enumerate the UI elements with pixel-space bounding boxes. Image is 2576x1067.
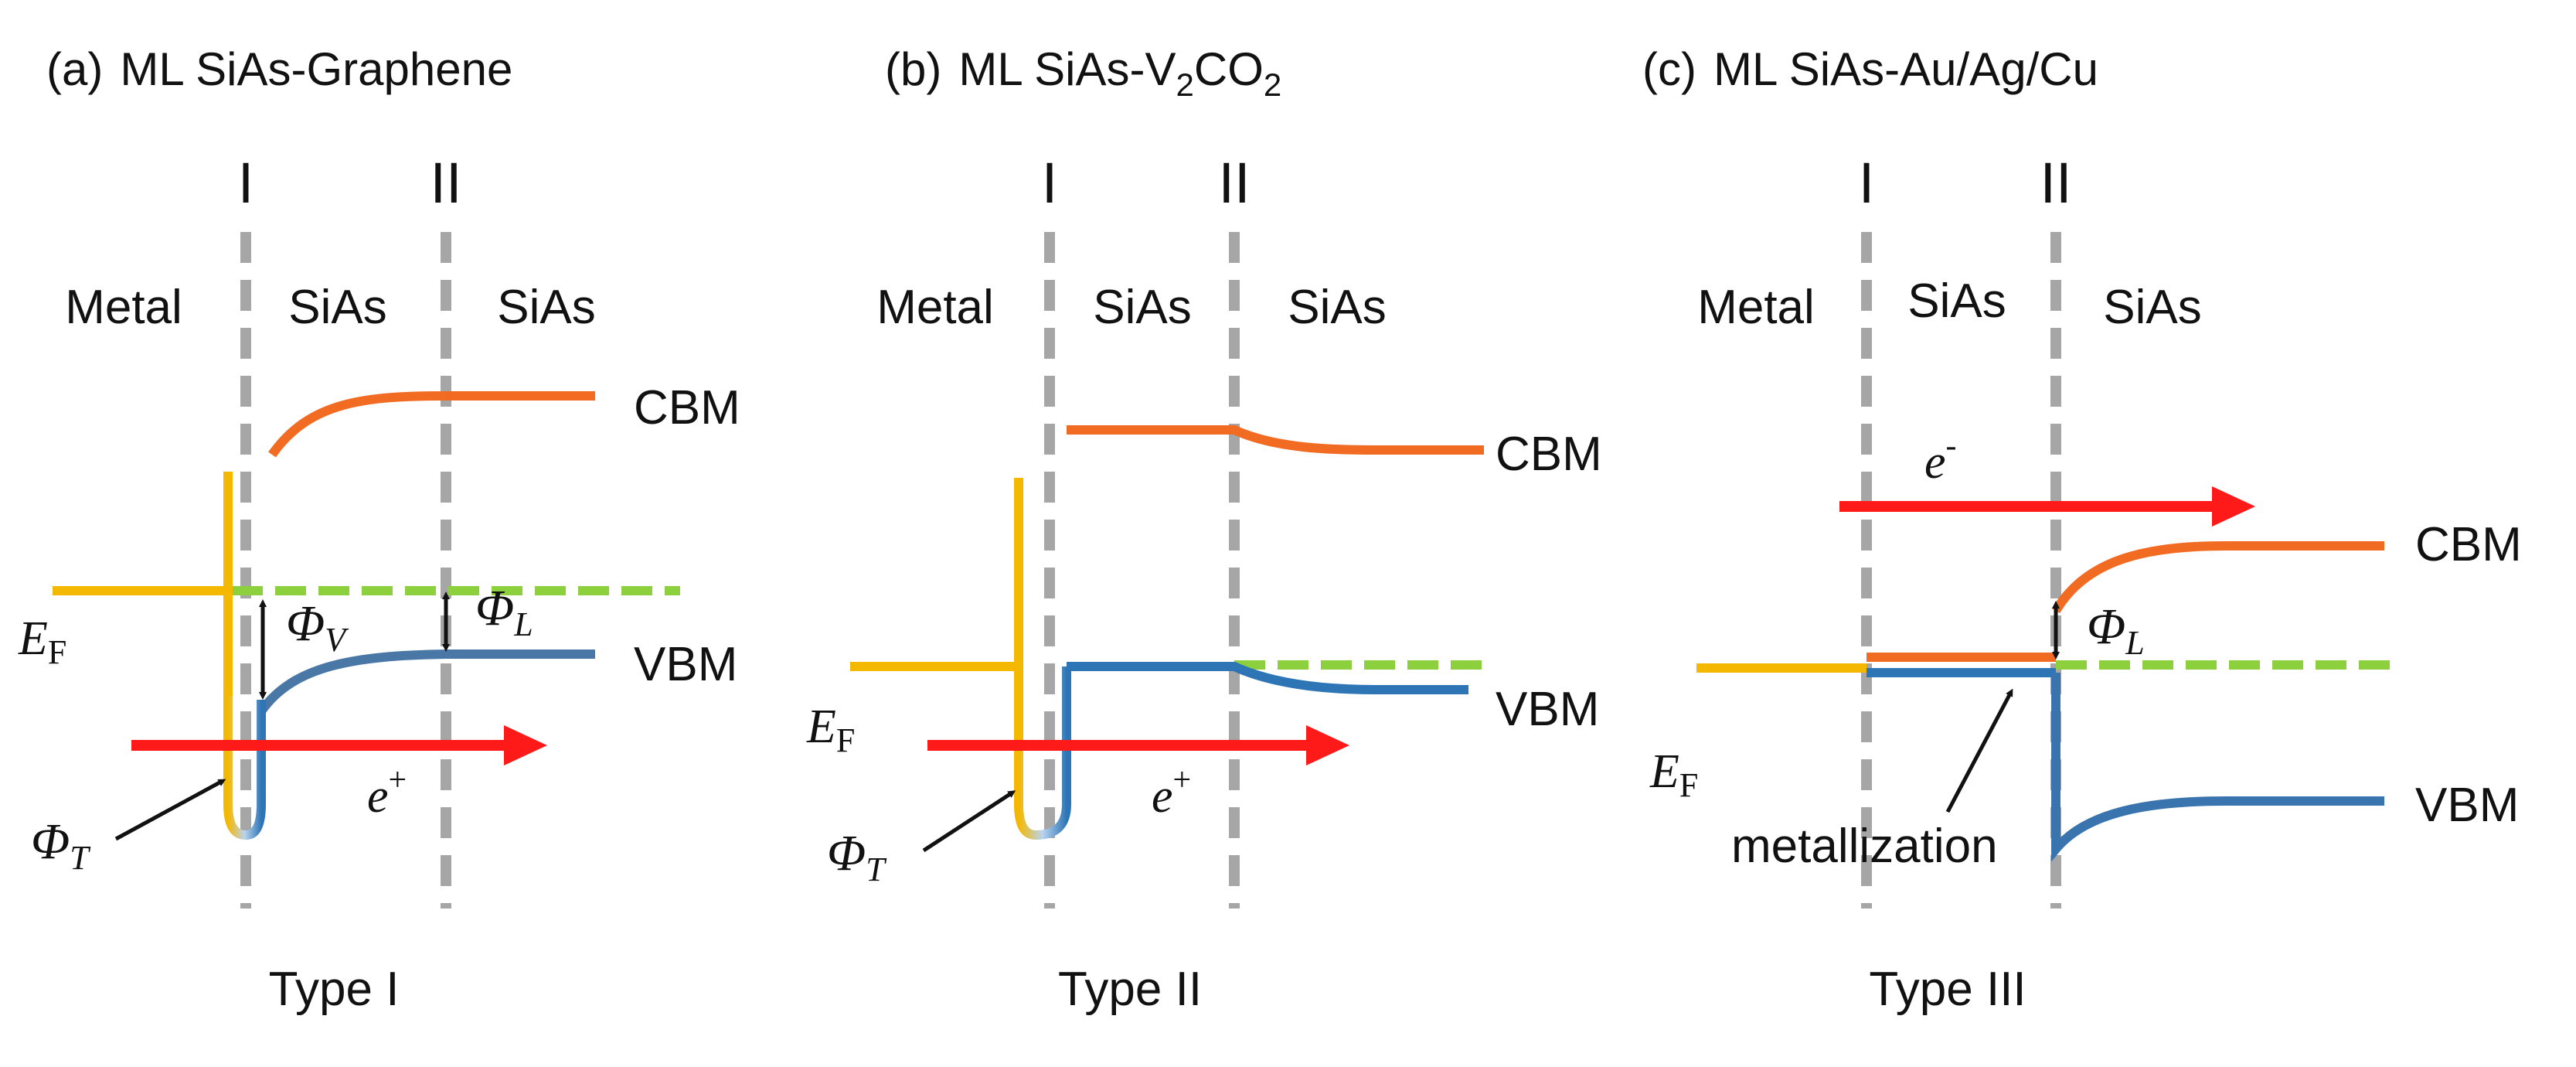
panel-c-vbm-label: VBM [2415,779,2519,832]
panel-b-carrier-arrow [927,725,1349,765]
panel-a-region-sias-2: SiAs [497,281,595,334]
panel-c: (c) ML SiAs-Au/Ag/Cu I II Metal SiAs SiAs… [1642,43,2522,1016]
panel-a-vbm-label: VBM [634,638,737,691]
panel-c-type-label: Type III [1869,963,2026,1016]
panel-c-title-main: Au/Ag/Cu [1900,43,2098,95]
panel-a-interface-i-label: I [238,151,254,215]
panel-c-cbm-curve [2051,541,2384,614]
panel-b-vbm-curve [1067,662,1468,694]
panel-b-prefix: ML SiAs-V [958,43,1176,95]
panel-a-region-sias-1: SiAs [288,281,386,334]
panel-c-interface-ii-label: II [2040,151,2071,215]
panel-b-cbm-label: CBM [1496,428,1602,481]
panel-a-phi-t-label: ΦT [31,813,91,877]
panel-c-region-metal: Metal [1697,281,1815,334]
panel-c-cbm-label: CBM [2415,518,2522,571]
panel-a-title-main: Graphene [307,43,513,95]
panel-b-carrier-label: e+ [1152,762,1191,823]
panel-b-interface-ii-label: II [1218,151,1250,215]
panel-a-cbm-curve [268,391,595,458]
panel-a-tag: (a) [46,43,103,95]
panel-b: (b)ML SiAs-V2CO2 I II Metal SiAs SiAs CB… [806,43,1602,1016]
panel-c-vbm-curve [2051,673,2384,862]
panel-c-tag: (c) [1642,43,1696,95]
panel-a-interface-ii-label: II [430,151,461,215]
panel-a-cbm-label: CBM [634,381,740,435]
panel-b-region-sias-1: SiAs [1093,281,1191,334]
panel-a: (a) ML SiAs-Graphene I II Metal SiAs SiAs… [18,43,740,1016]
panel-c-metallization-pointer [1945,688,2013,813]
panel-b-type-label: Type II [1058,963,1202,1016]
panel-c-phi-l-label: ΦL [2087,598,2145,662]
panel-b-title-sub: 2 [1176,66,1194,103]
panel-a-carrier-label: e+ [367,762,407,823]
panel-c-region-sias-2: SiAs [2103,281,2201,334]
panel-b-title: (b)ML SiAs-V2CO2 [885,43,1281,103]
panel-a-prefix: ML SiAs- [120,43,306,95]
panel-c-region-sias-1: SiAs [1907,274,2006,328]
panel-c-prefix: ML SiAs- [1713,43,1900,95]
panel-a-carrier-arrow [131,725,547,765]
panel-b-cbm-curve [1067,425,1484,455]
panel-b-phi-t-label: ΦT [827,825,887,888]
panel-b-region-sias-2: SiAs [1288,281,1386,334]
panel-b-phi-t-pointer [922,790,1016,853]
panel-a-metal-well [223,472,266,840]
panel-a-vbm-curve [257,649,595,714]
panel-a-region-metal: Metal [65,281,182,334]
panel-c-metallization-label: metallization [1731,820,1998,873]
panel-a-ef-label: EF [18,612,66,671]
panel-b-vbm-label: VBM [1496,683,1599,736]
panel-c-carrier-label: e- [1924,428,1957,489]
panel-b-ef-label: EF [806,701,855,759]
panel-a-type-label: Type I [269,963,400,1016]
panel-a-title: (a) ML SiAs-Graphene [46,43,512,95]
panel-b-region-metal: Metal [876,281,994,334]
panel-c-interface-i-label: I [1859,151,1875,215]
panel-a-phi-t-pointer [114,779,226,841]
panel-c-ef-label: EF [1649,745,1698,804]
panel-b-tag: (b) [885,43,941,95]
panel-a-phi-l-label: ΦL [475,580,533,643]
panel-c-title: (c) ML SiAs-Au/Ag/Cu [1642,43,2098,95]
panel-b-title-tail: CO [1194,43,1264,95]
panel-c-carrier-arrow [1839,486,2255,527]
panel-a-phi-v-label: ΦV [286,595,349,659]
panel-b-metal-well [1014,478,1071,840]
panel-b-title-sub2: 2 [1264,66,1281,103]
panel-b-interface-i-label: I [1042,151,1058,215]
